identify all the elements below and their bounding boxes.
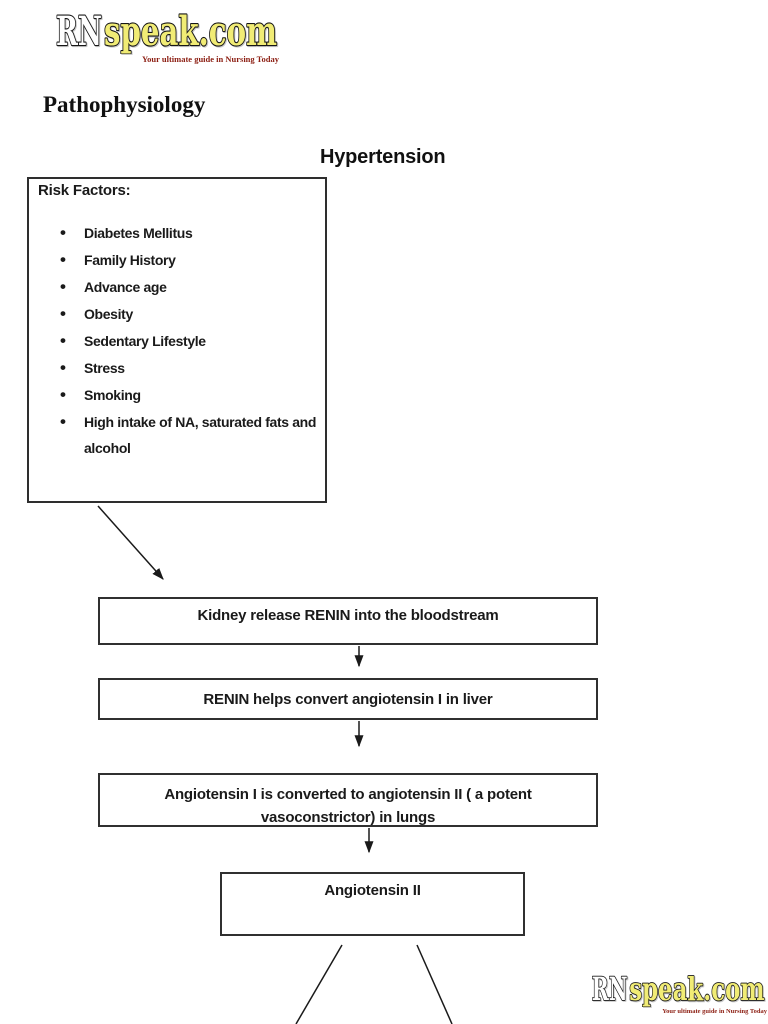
logo-brand-prefix: RN: [56, 8, 102, 54]
diagram-title: Hypertension: [320, 146, 446, 168]
logo-brand-prefix: RN: [592, 972, 628, 1007]
arrow-riskfactors-to-kidney: [97, 505, 164, 580]
branch-line-right: [416, 944, 453, 1024]
risk-factors-list: Diabetes Mellitus Family History Advance…: [29, 220, 325, 462]
flow-step-label: Kidney release RENIN into the bloodstrea…: [197, 607, 499, 624]
risk-factor-item: High intake of NA, saturated fats and al…: [29, 409, 325, 461]
risk-factor-item: Stress: [29, 355, 325, 381]
flow-step-angiotensin-conversion: Angiotensin I is converted to angiotensi…: [98, 773, 598, 827]
flow-step-label: Angiotensin I is converted to angiotensi…: [164, 786, 532, 826]
risk-factor-item: Advance age: [29, 274, 325, 300]
risk-factors-heading: Risk Factors:: [38, 182, 131, 199]
rnspeak-logo-image: RN speak.com: [591, 971, 766, 1007]
logo-brand-suffix: speak.com: [629, 972, 764, 1007]
flow-step-label: Angiotensin II: [324, 882, 421, 899]
risk-factor-item: Obesity: [29, 301, 325, 327]
rnspeak-logo-top: RN speak.com Your ultimate guide in Nurs…: [55, 8, 279, 64]
risk-factor-item: Diabetes Mellitus: [29, 220, 325, 246]
flow-step-renin-liver: RENIN helps convert angiotensin I in liv…: [98, 678, 598, 720]
rnspeak-logo-bottom: RN speak.com Your ultimate guide in Nurs…: [590, 971, 767, 1015]
risk-factor-item: Sedentary Lifestyle: [29, 328, 325, 354]
logo-tagline: Your ultimate guide in Nursing Today: [141, 54, 279, 64]
risk-factor-item: Smoking: [29, 382, 325, 408]
logo-tagline: Your ultimate guide in Nursing Today: [662, 1008, 767, 1015]
page-title: Pathophysiology: [43, 92, 206, 117]
branch-line-left: [295, 944, 343, 1024]
flow-step-angiotensin-ii: Angiotensin II: [220, 872, 525, 936]
flow-step-label: RENIN helps convert angiotensin I in liv…: [203, 691, 493, 708]
flow-step-kidney-renin: Kidney release RENIN into the bloodstrea…: [98, 597, 598, 645]
rnspeak-logo-image: RN speak.com: [55, 8, 278, 54]
risk-factor-item: Family History: [29, 247, 325, 273]
logo-brand-suffix: speak.com: [104, 8, 277, 54]
risk-factors-box: Risk Factors: Diabetes Mellitus Family H…: [27, 177, 327, 503]
